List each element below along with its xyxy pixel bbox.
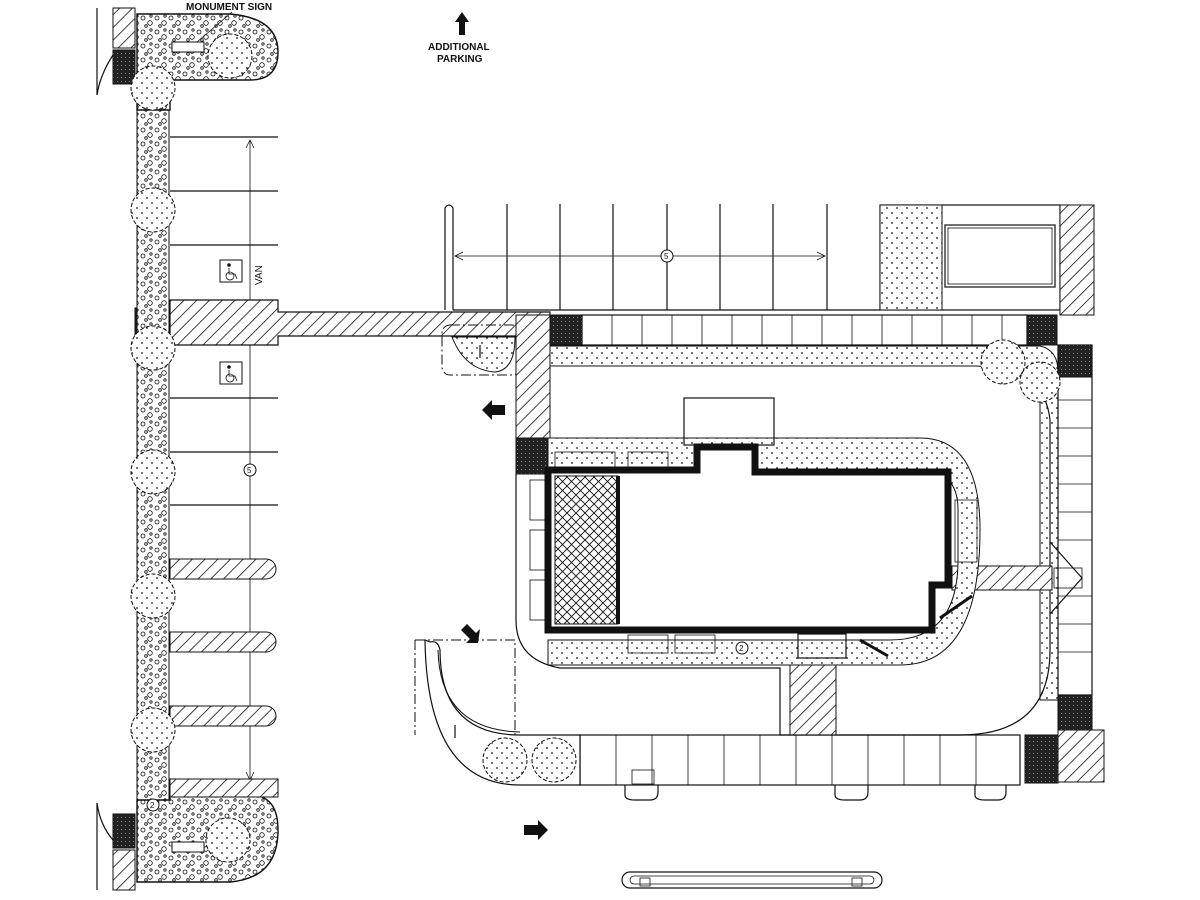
- top-right-area: [879, 204, 1095, 316]
- tree-icon: [130, 187, 176, 233]
- svg-text:2: 2: [150, 801, 155, 810]
- upper-stall-strip: [547, 314, 1058, 346]
- tree-icon: [130, 449, 176, 495]
- svg-text:5: 5: [247, 466, 252, 475]
- direction-arrow-icon: [482, 400, 505, 420]
- tag-bottom-left: [146, 798, 160, 812]
- building-footprint: [544, 443, 952, 634]
- drive-thru: 2: [735, 499, 978, 659]
- accessible-parking-symbol: [219, 361, 243, 385]
- left-planting-strip: [136, 69, 170, 801]
- tree-icon: [205, 817, 251, 863]
- tree-icon: [130, 707, 176, 753]
- van-label: VAN: [254, 265, 265, 285]
- accessible-parking-symbol: [219, 259, 243, 283]
- right-stall-column: [1057, 344, 1105, 783]
- svg-text:5: 5: [664, 252, 669, 261]
- additional-parking-arrow-icon: ADDITIONAL PARKING: [428, 12, 490, 65]
- south-stall-row: [579, 734, 1059, 801]
- direction-arrow-icon: [461, 624, 480, 643]
- count-left-marker: [243, 463, 257, 477]
- tree-icon: [130, 325, 176, 371]
- tree-icon: [531, 737, 577, 783]
- left-parking-column: 5 VAN: [169, 136, 279, 798]
- tree-icon: [1019, 361, 1061, 403]
- tree-icon: [980, 339, 1026, 385]
- top-parking-row: 5: [444, 204, 880, 311]
- svg-text:2: 2: [739, 644, 744, 653]
- tree-icon: [482, 737, 528, 783]
- building-patio: [554, 475, 619, 625]
- monument-sign: [171, 41, 205, 53]
- tree-icon: [207, 33, 253, 79]
- svg-text:PARKING: PARKING: [437, 54, 483, 65]
- tree-icon: [130, 573, 176, 619]
- crosswalk-center: [515, 314, 551, 439]
- bottom-curb: [621, 871, 883, 889]
- tree-icon: [130, 65, 176, 111]
- count-top-marker: [660, 249, 674, 263]
- svg-text:ADDITIONAL: ADDITIONAL: [428, 42, 490, 53]
- monument-sign-label: MONUMENT SIGN: [186, 2, 272, 13]
- walk-island: [441, 324, 521, 376]
- crosswalk-south: [789, 664, 837, 736]
- planting-strip-building: [547, 437, 981, 666]
- direction-arrow-icon: [524, 820, 548, 840]
- patio-seating: [529, 451, 716, 654]
